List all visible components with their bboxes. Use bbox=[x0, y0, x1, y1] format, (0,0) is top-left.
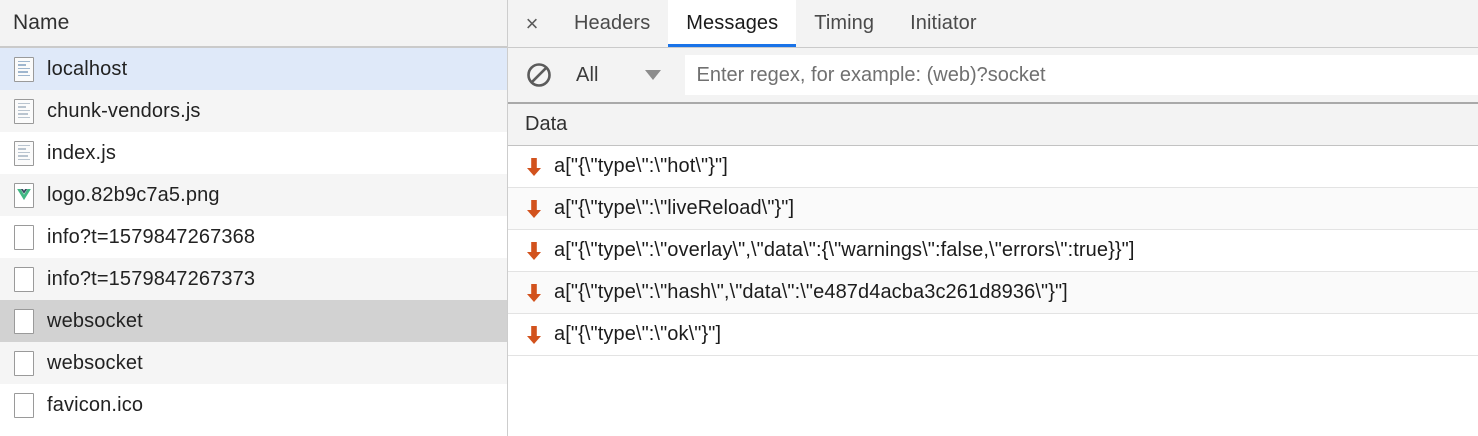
request-name: info?t=1579847267373 bbox=[47, 267, 256, 290]
messages-empty-area bbox=[508, 356, 1478, 436]
request-row[interactable]: websocket bbox=[0, 300, 507, 342]
request-name: favicon.ico bbox=[47, 393, 144, 416]
blank-document-icon bbox=[14, 224, 34, 250]
message-data: a["{\"type\":\"hot\"}"] bbox=[554, 155, 728, 177]
close-icon[interactable]: × bbox=[525, 10, 539, 36]
detail-tabbar: × Headers Messages Timing Initiator bbox=[508, 0, 1478, 48]
document-icon bbox=[14, 140, 34, 166]
message-row[interactable]: a["{\"type\":\"hot\"}"] bbox=[508, 146, 1478, 188]
message-data: a["{\"type\":\"liveReload\"}"] bbox=[554, 197, 795, 219]
incoming-arrow-icon bbox=[525, 199, 543, 219]
request-name: websocket bbox=[47, 309, 143, 332]
column-header-data: Data bbox=[525, 113, 568, 135]
request-list-header[interactable]: Name bbox=[0, 0, 507, 48]
request-name: logo.82b9c7a5.png bbox=[47, 183, 220, 206]
message-row[interactable]: a["{\"type\":\"overlay\",\"data\":{\"war… bbox=[508, 230, 1478, 272]
request-row[interactable]: localhost bbox=[0, 48, 507, 90]
request-detail-pane: × Headers Messages Timing Initiator All Dat… bbox=[508, 0, 1478, 436]
request-list[interactable]: localhost chunk-vendors.js index.js logo.82… bbox=[0, 48, 507, 436]
tab-headers[interactable]: Headers bbox=[574, 12, 651, 34]
request-name: chunk-vendors.js bbox=[47, 99, 201, 122]
column-header-name: Name bbox=[13, 11, 70, 34]
request-name: index.js bbox=[47, 141, 117, 164]
messages-list[interactable]: a["{\"type\":\"hot\"}"] a["{\"type\":\"li… bbox=[508, 146, 1478, 436]
blank-document-icon bbox=[14, 266, 34, 292]
request-row[interactable]: favicon.ico bbox=[0, 384, 507, 426]
tab-messages[interactable]: Messages bbox=[668, 0, 797, 47]
message-row[interactable]: a["{\"type\":\"ok\"}"] bbox=[508, 314, 1478, 356]
tab-timing[interactable]: Timing bbox=[814, 12, 875, 34]
message-row[interactable]: a["{\"type\":\"hash\",\"data\":\"e487d4a… bbox=[508, 272, 1478, 314]
tab-initiator[interactable]: Initiator bbox=[910, 12, 977, 34]
request-row[interactable]: info?t=1579847267368 bbox=[0, 216, 507, 258]
message-data: a["{\"type\":\"overlay\",\"data\":{\"war… bbox=[554, 239, 1135, 261]
messages-column-header[interactable]: Data bbox=[508, 104, 1478, 146]
request-row[interactable]: chunk-vendors.js bbox=[0, 90, 507, 132]
request-row[interactable]: index.js bbox=[0, 132, 507, 174]
incoming-arrow-icon bbox=[525, 325, 543, 345]
chevron-down-icon[interactable] bbox=[644, 70, 661, 80]
request-row[interactable]: info?t=1579847267373 bbox=[0, 258, 507, 300]
request-row[interactable]: logo.82b9c7a5.png bbox=[0, 174, 507, 216]
vue-logo-icon bbox=[14, 182, 34, 208]
blank-document-icon bbox=[14, 350, 34, 376]
filter-kind-label[interactable]: All bbox=[576, 63, 599, 86]
request-name: websocket bbox=[47, 351, 143, 374]
blank-document-icon bbox=[14, 308, 34, 334]
tab-group: Headers Messages Timing Initiator bbox=[556, 0, 995, 47]
incoming-arrow-icon bbox=[525, 241, 543, 261]
message-data: a["{\"type\":\"ok\"}"] bbox=[554, 323, 722, 345]
document-blue-icon bbox=[14, 56, 34, 82]
incoming-arrow-icon bbox=[525, 283, 543, 303]
message-filter-bar: All bbox=[508, 48, 1478, 104]
no-entry-icon[interactable] bbox=[526, 62, 552, 88]
document-icon bbox=[14, 98, 34, 124]
request-name: info?t=1579847267368 bbox=[47, 225, 256, 248]
incoming-arrow-icon bbox=[525, 157, 543, 177]
message-row[interactable]: a["{\"type\":\"liveReload\"}"] bbox=[508, 188, 1478, 230]
message-data: a["{\"type\":\"hash\",\"data\":\"e487d4a… bbox=[554, 281, 1068, 303]
request-name: localhost bbox=[47, 57, 128, 80]
blank-document-icon bbox=[14, 392, 34, 418]
regex-filter-input[interactable] bbox=[684, 55, 1478, 95]
request-row[interactable]: websocket bbox=[0, 342, 507, 384]
